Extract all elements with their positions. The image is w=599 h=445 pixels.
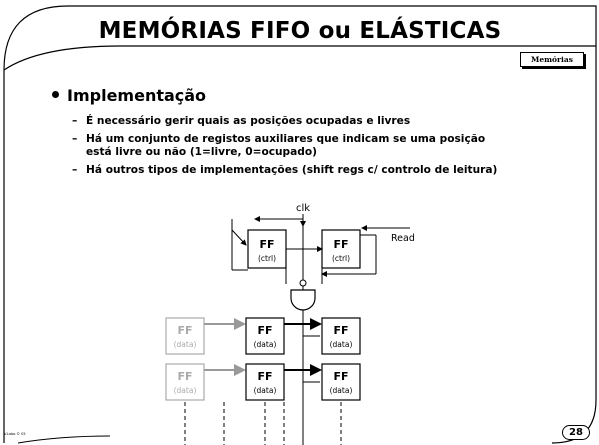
main-bullet-text: Implementação — [67, 86, 207, 105]
continuation-lines — [184, 402, 342, 445]
sub-bullet-2: –Há um conjunto de registos auxiliares q… — [72, 133, 486, 158]
ff-data-r2-mid — [245, 363, 285, 401]
ff-data-r1-gray-label: FF — [177, 324, 192, 337]
sub-bullet-2-continuation: está livre ou não (1=livre, 0=ocupado) — [86, 146, 317, 158]
ff-ctrl-left-sub: (ctrl) — [258, 254, 276, 263]
ff-data-r1-mid — [245, 317, 285, 355]
ff-data-r2-right-label: FF — [333, 370, 348, 383]
section-tag: Memórias — [520, 52, 584, 67]
sub-bullet-3-text: Há outros tipos de implementações (shift… — [86, 164, 498, 176]
slide-title: MEMÓRIAS FIFO ou ELÁSTICAS — [98, 18, 502, 44]
ff-data-r1-right — [321, 317, 361, 355]
footer-text: V.Lobo © 05 — [4, 432, 26, 436]
and-gate — [290, 289, 316, 311]
ff-data-r1-mid-label: FF — [257, 324, 272, 337]
ff-data-r1-right-sub: (data) — [330, 340, 353, 349]
ff-data-r1-mid-sub: (data) — [254, 340, 277, 349]
sub-bullet-1-text: É necessário gerir quais as posições ocu… — [86, 115, 411, 127]
ff-data-r2-right-sub: (data) — [330, 386, 353, 395]
ff-data-r2-gray-sub: (data) — [174, 386, 197, 395]
ff-data-r2-right — [321, 363, 361, 401]
ff-ctrl-right-sub: (ctrl) — [332, 254, 350, 263]
ff-data-r2-mid-sub: (data) — [254, 386, 277, 395]
read-label: Read — [391, 233, 415, 244]
ff-ctrl-left-label: FF — [259, 238, 274, 251]
clk-label: clk — [296, 203, 310, 214]
ff-data-r2-gray — [165, 363, 205, 401]
ff-ctrl-right-label: FF — [333, 238, 348, 251]
ff-data-r2-mid-label: FF — [257, 370, 272, 383]
ff-ctrl-right — [321, 229, 361, 269]
main-bullet: Implementação — [52, 86, 206, 105]
ff-data-r1-right-label: FF — [333, 324, 348, 337]
ff-data-r2-gray-label: FF — [177, 370, 192, 383]
ff-data-r1-gray — [165, 317, 205, 355]
bullet-dot-icon — [52, 91, 59, 98]
sub-bullet-1: –É necessário gerir quais as posições oc… — [72, 115, 411, 127]
page-number: 28 — [562, 425, 590, 440]
sub-bullet-2-text: Há um conjunto de registos auxiliares qu… — [86, 133, 486, 145]
ff-data-r1-gray-sub: (data) — [174, 340, 197, 349]
sub-bullet-3: –Há outros tipos de implementações (shif… — [72, 164, 498, 176]
